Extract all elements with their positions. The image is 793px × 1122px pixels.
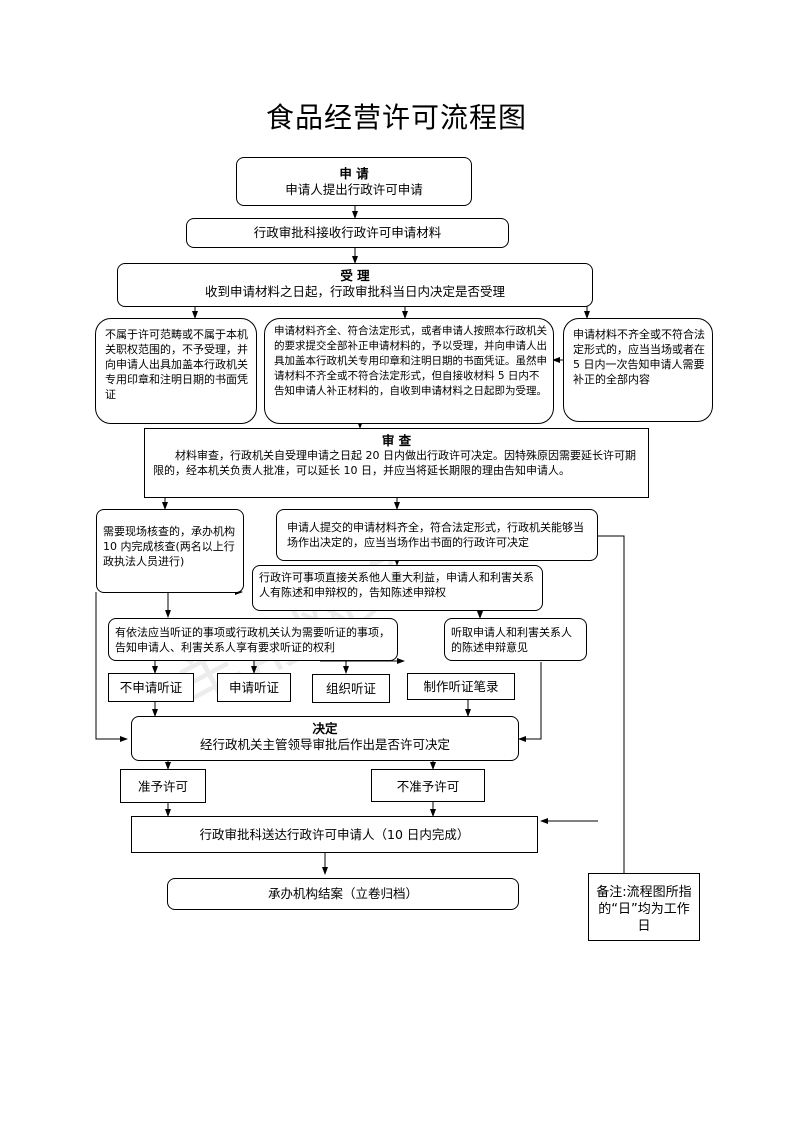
arrow-left-decision (95, 592, 128, 742)
onspot-decision-box: 申请人提交的申请材料齐全，符合法定形式，行政机关能够当场作出决定的，应当当场作出… (276, 509, 598, 561)
interests-text: 行政许可事项直接关系他人重大利益，申请人和利害关系人有陈述和申辩权的，告知陈述申… (259, 571, 534, 599)
onspot-decision-text: 申请人提交的申请材料齐全，符合法定形式，行政机关能够当场作出决定的，应当当场作出… (287, 521, 584, 549)
review-text: 材料审查，行政机关自受理申请之日起 20 日内做出行政许可决定。因特殊原因需要延… (153, 449, 636, 477)
deliver-box: 行政审批科送达行政许可申请人（10 日内完成） (131, 816, 538, 853)
grant-permit-text: 准予许可 (137, 779, 188, 794)
apply-heading: 申 请 (339, 166, 369, 181)
onsite-check-box: 需要现场核查的，承办机构 10 内完成核查(两名以上行政执法人员进行) (96, 509, 244, 593)
grant-permit-box: 准予许可 (120, 769, 206, 803)
request-hearing-box: 申请听证 (217, 673, 291, 702)
hearing-record-box: 制作听证笔录 (407, 673, 515, 700)
hearing-notice-text: 有依法应当听证的事项或行政机关认为需要听证的事项，告知申请人、利害关系人享有要求… (115, 626, 390, 654)
interests-box: 行政许可事项直接关系他人重大利益，申请人和利害关系人有陈述和申辩权的，告知陈述申… (252, 565, 543, 611)
page-title: 食品经营许可流程图 (265, 101, 527, 134)
listen-statements-text: 听取申请人和利害关系人的陈述申辩意见 (451, 626, 572, 654)
hearing-record-text: 制作听证笔录 (423, 679, 499, 694)
no-hearing-text: 不申请听证 (119, 680, 183, 695)
apply-box: 申 请 申请人提出行政许可申请 (236, 157, 472, 206)
onsite-check-text: 需要现场核查的，承办机构 10 内完成核查(两名以上行政执法人员进行) (103, 525, 235, 568)
organize-hearing-box: 组织听证 (312, 674, 390, 703)
listen-statements-box: 听取申请人和利害关系人的陈述申辩意见 (444, 618, 587, 661)
review-box: 审 查 材料审查，行政机关自受理申请之日起 20 日内做出行政许可决定。因特殊原… (144, 428, 649, 498)
not-in-scope-box: 不属于许可范畴或不属于本机关职权范围的，不予受理，并向申请人出具加盖本行政机关专… (95, 318, 257, 424)
decision-box: 决定 经行政机关主管领导审批后作出是否许可决定 (131, 716, 519, 761)
request-hearing-text: 申请听证 (228, 680, 279, 695)
deny-permit-box: 不准予许可 (371, 769, 485, 802)
materials-incomplete-text: 申请材料不齐全或不符合法定形式的，应当当场或者在 5 日内一次告知申请人需要补正… (573, 328, 705, 386)
archive-text: 承办机构结案（立卷归档） (267, 886, 418, 901)
archive-box: 承办机构结案（立卷归档） (167, 878, 519, 910)
decision-heading: 决定 (312, 721, 338, 736)
apply-text: 申请人提出行政许可申请 (285, 182, 423, 197)
organize-hearing-text: 组织听证 (325, 681, 376, 696)
no-hearing-box: 不申请听证 (108, 673, 194, 702)
decision-text: 经行政机关主管领导审批后作出是否许可决定 (199, 737, 450, 752)
materials-ok-box: 申请材料齐全、符合法定形式，或者申请人按照本行政机关的要求提交全部补正申请材料的… (264, 318, 554, 424)
accept-text: 收到申请材料之日起，行政审批科当日内决定是否受理 (204, 284, 505, 299)
materials-incomplete-box: 申请材料不齐全或不符合法定形式的，应当当场或者在 5 日内一次告知申请人需要补正… (563, 318, 713, 422)
accept-heading: 受 理 (340, 268, 370, 283)
hearing-notice-box: 有依法应当听证的事项或行政机关认为需要听证的事项，告知申请人、利害关系人享有要求… (108, 618, 398, 661)
accept-box: 受 理 收到申请材料之日起，行政审批科当日内决定是否受理 (117, 263, 593, 307)
line-onspot-right (598, 535, 625, 873)
deny-permit-text: 不准予许可 (396, 779, 460, 794)
note-text: 备注:流程图所指的“日”均为工作日 (596, 885, 692, 934)
receive-box: 行政审批科接收行政许可申请材料 (186, 218, 509, 248)
note-box: 备注:流程图所指的“日”均为工作日 (588, 873, 700, 941)
review-heading: 审 查 (381, 433, 412, 448)
materials-ok-text: 申请材料齐全、符合法定形式，或者申请人按照本行政机关的要求提交全部补正申请材料的… (274, 325, 547, 397)
not-in-scope-text: 不属于许可范畴或不属于本机关职权范围的，不予受理，并向申请人出具加盖本行政机关专… (105, 328, 248, 401)
receive-text: 行政审批科接收行政许可申请材料 (253, 225, 442, 240)
deliver-text: 行政审批科送达行政许可申请人（10 日内完成） (199, 827, 470, 842)
arrow-listen-decision (518, 662, 542, 742)
